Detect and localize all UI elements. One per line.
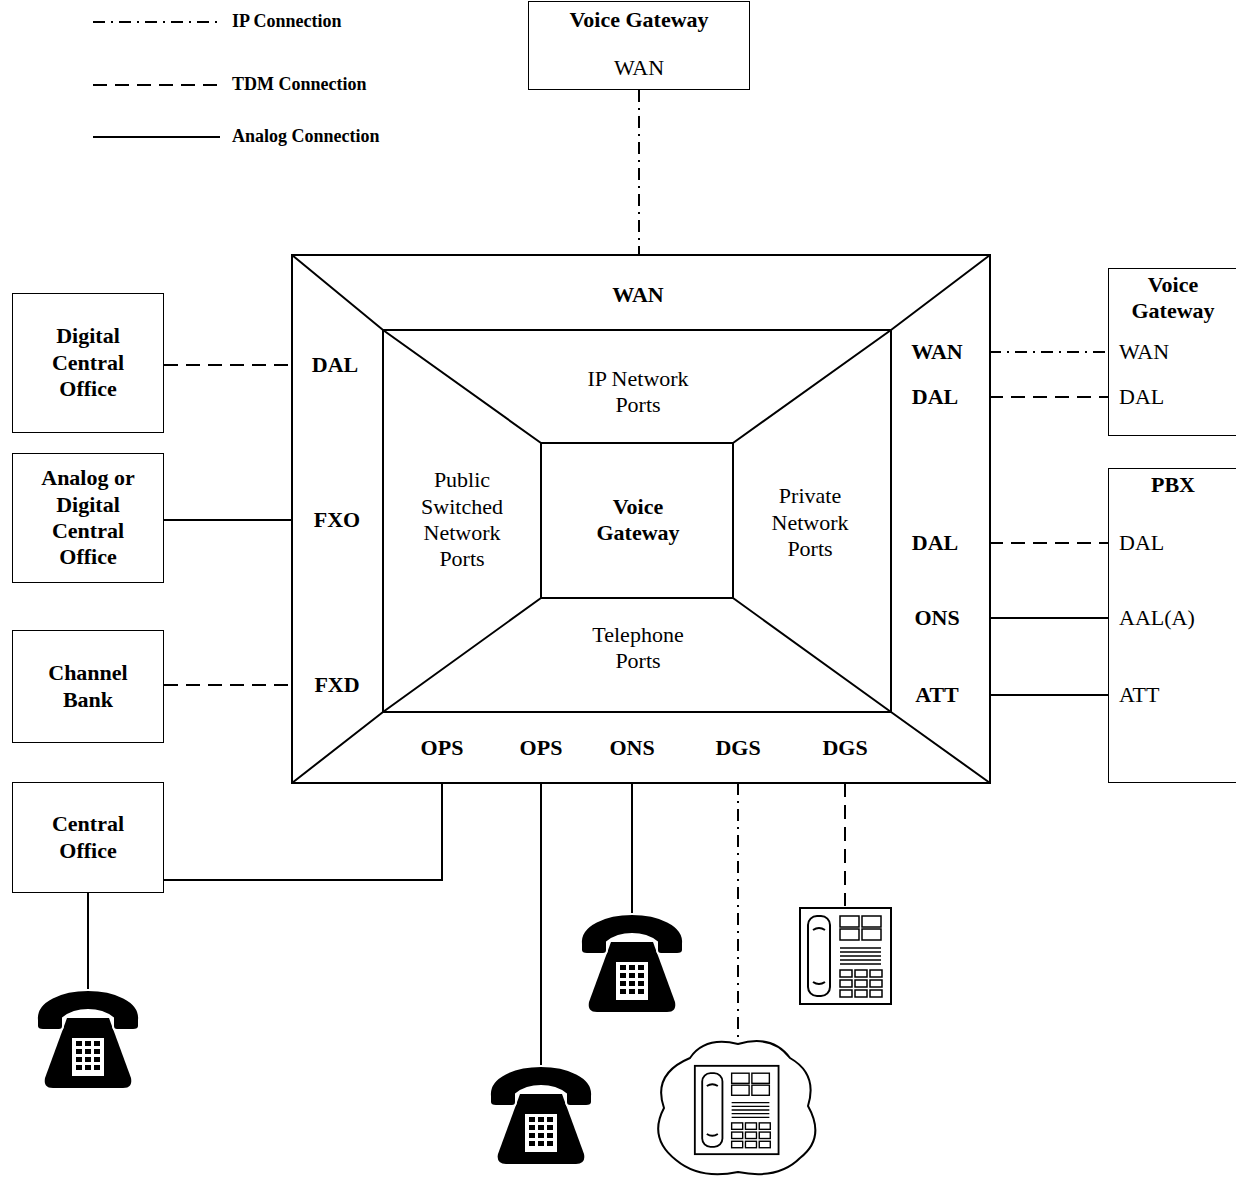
frame-diagonal	[292, 255, 541, 443]
connector	[164, 684, 293, 686]
port-group-region: IP Network Ports	[573, 366, 703, 419]
phone-wire	[540, 783, 542, 1066]
port-label: DGS	[822, 735, 867, 761]
gateway-frame	[383, 330, 891, 712]
connector	[164, 364, 293, 366]
gateway-box: Voice GatewayWAN DAL	[1108, 268, 1236, 436]
box-label: Voice Gateway	[1109, 272, 1236, 325]
box-label: DAL	[1109, 384, 1236, 410]
cloud-outline	[658, 1041, 815, 1174]
region-label: Voice Gateway	[583, 494, 693, 547]
port: ATT	[915, 682, 989, 708]
port-label: FXO	[314, 507, 360, 533]
digital-phone-icon	[800, 908, 891, 1004]
box-label: WAN	[1109, 339, 1236, 365]
port: DAL	[912, 530, 989, 556]
box-label: Channel Bank	[27, 660, 149, 713]
gateway-frame	[541, 443, 733, 598]
port: ONS	[609, 735, 654, 782]
phone-wire	[87, 893, 89, 990]
office-box: Digital Central Office	[12, 293, 164, 433]
gateway-frame	[292, 255, 990, 783]
connector	[164, 782, 442, 880]
connector	[989, 694, 1108, 696]
port-label: FXD	[314, 672, 359, 698]
port: DAL	[293, 352, 358, 378]
box-label: AAL(A)	[1109, 605, 1236, 631]
port-label: OPS	[421, 735, 464, 761]
port-group-region: Private Network Ports	[760, 483, 860, 562]
port-label: WAN	[911, 339, 962, 365]
legend-sample	[93, 136, 220, 138]
phone-wire	[844, 783, 846, 906]
region-label: IP Network Ports	[573, 366, 703, 419]
pbx-box: PBX DAL AAL(A) ATT	[1108, 468, 1236, 783]
connector	[989, 617, 1108, 619]
phone-wire	[631, 783, 633, 914]
connector	[164, 519, 293, 521]
gateway-box: Voice GatewayWAN	[528, 1, 750, 90]
port-label: DAL	[912, 530, 958, 556]
frame-diagonal	[292, 598, 541, 783]
port: FXO	[293, 507, 360, 533]
port-label: ONS	[609, 735, 654, 761]
legend-text: IP Connection	[232, 11, 342, 33]
port: OPS	[520, 735, 563, 782]
office-box: Central Office	[12, 782, 164, 893]
port: DGS	[822, 735, 867, 782]
port-group-region: Voice Gateway	[583, 494, 693, 547]
box-label: Central Office	[27, 811, 149, 864]
box-label: Analog or Digital Central Office	[27, 465, 149, 571]
phone-wire	[737, 783, 739, 1044]
frame-diagonal	[733, 255, 990, 443]
connector	[989, 351, 1108, 353]
frame-diagonal	[733, 598, 990, 783]
telephone-icon	[37, 990, 139, 1088]
legend-sample	[93, 21, 220, 23]
port: DGS	[715, 735, 760, 782]
port-group-region: Telephone Ports	[578, 622, 698, 675]
port-label: DGS	[715, 735, 760, 761]
ip-phone-icon	[695, 1066, 779, 1154]
office-box: Analog or Digital Central Office	[12, 453, 164, 583]
box-label: PBX	[1109, 472, 1236, 498]
box-label: Digital Central Office	[27, 323, 149, 402]
port-label: ONS	[914, 605, 959, 631]
port: ONS	[914, 605, 989, 631]
region-label: Public Switched Network Ports	[407, 467, 517, 573]
region-label: Telephone Ports	[578, 622, 698, 675]
legend-text: TDM Connection	[232, 74, 367, 96]
box-label: WAN	[529, 55, 749, 81]
telephone-icon	[581, 914, 683, 1012]
port-label: OPS	[520, 735, 563, 761]
box-label: ATT	[1109, 682, 1236, 708]
port-group-region: Public Switched Network Ports	[407, 467, 517, 573]
legend-text: Analog Connection	[232, 126, 380, 148]
port-label: ATT	[915, 682, 959, 708]
connector	[989, 542, 1108, 544]
box-label: DAL	[1109, 530, 1236, 556]
port: FXD	[293, 672, 360, 698]
port: WAN	[612, 256, 663, 308]
port: OPS	[421, 735, 464, 782]
port: DAL	[912, 384, 989, 410]
connector	[638, 90, 640, 256]
office-box: Channel Bank	[12, 630, 164, 743]
port: WAN	[911, 339, 989, 365]
region-label: Private Network Ports	[760, 483, 860, 562]
port-label: WAN	[612, 282, 663, 308]
legend-sample	[93, 84, 220, 86]
port-label: DAL	[312, 352, 358, 378]
telephone-icon	[490, 1066, 592, 1164]
connector	[989, 396, 1108, 398]
port-label: DAL	[912, 384, 958, 410]
box-label: Voice Gateway	[529, 7, 749, 33]
